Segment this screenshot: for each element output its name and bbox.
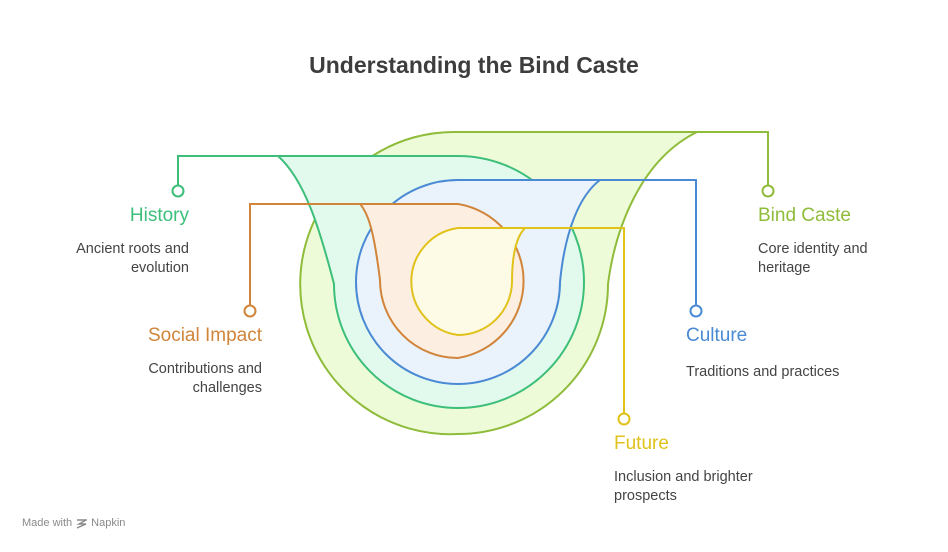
future-label: Future: [614, 433, 669, 454]
footer: Made with Napkin: [22, 517, 125, 529]
page-title: Understanding the Bind Caste: [309, 52, 639, 78]
culture-label: Culture: [686, 325, 748, 346]
napkin-logo-icon: [76, 518, 88, 529]
social-impact-label: Social Impact: [147, 325, 262, 346]
history-description: Ancient roots and evolution: [76, 241, 189, 276]
bind-caste-description: Core identity and heritage: [758, 241, 868, 276]
future-layer: [410, 227, 631, 426]
history-label: History: [129, 205, 189, 226]
culture-description: Traditions and practices: [686, 364, 840, 380]
future-description: Inclusion and brighter prospects: [614, 469, 753, 504]
social-impact-description: Contributions and challenges: [148, 361, 262, 396]
footer-text: Made with: [22, 517, 73, 529]
footer-brand: Napkin: [91, 517, 126, 529]
bind-caste-label: Bind Caste: [758, 205, 851, 226]
